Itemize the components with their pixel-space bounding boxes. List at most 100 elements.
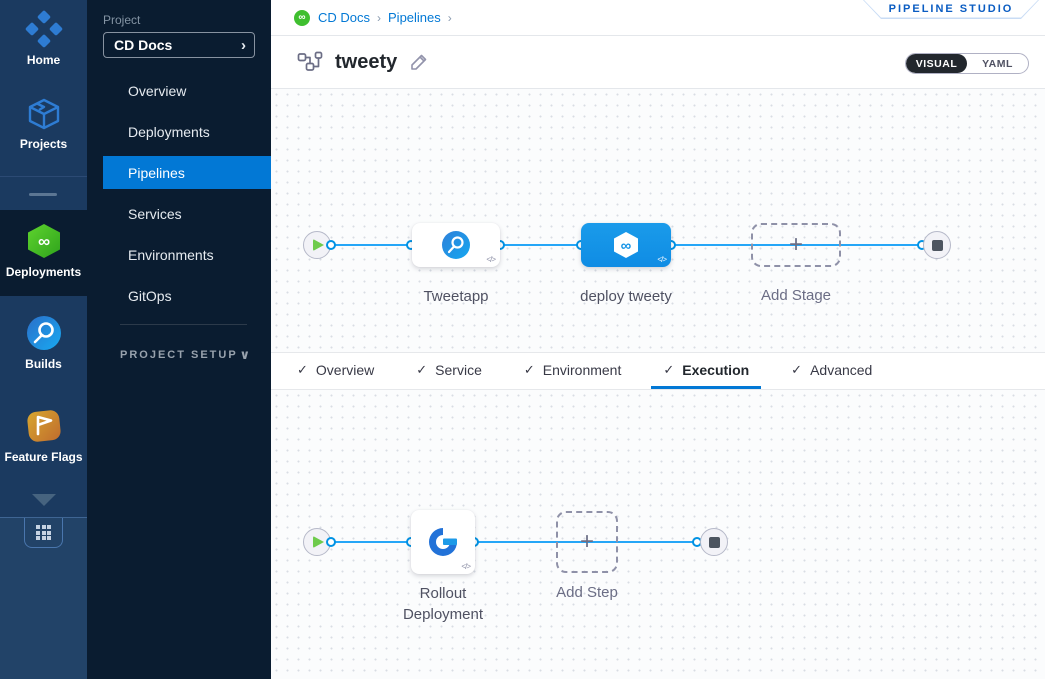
home-icon [25, 10, 62, 48]
pipeline-start-node[interactable] [303, 231, 331, 259]
project-selector[interactable]: CD Docs › [103, 32, 255, 58]
tab-advanced[interactable]: ✓ Advanced [779, 353, 884, 389]
execution-step-canvas[interactable]: </> + Rollout Deployment Add Step [271, 390, 1045, 679]
sidebar-item-builds[interactable]: Builds [0, 314, 87, 371]
tab-environment[interactable]: ✓Environment [512, 353, 634, 389]
feature-flags-icon [26, 410, 61, 442]
tab-execution[interactable]: ✓ Execution [651, 353, 762, 389]
nav-item-overview[interactable]: Overview [87, 70, 271, 111]
check-icon: ✓ [663, 361, 675, 377]
add-step-label: Add Step [556, 584, 618, 601]
pipeline-end-node[interactable] [923, 231, 951, 259]
svg-text:∞: ∞ [37, 232, 49, 251]
step-label: Rollout Deployment [402, 585, 484, 623]
divider-handle [29, 193, 57, 196]
sidebar-item-feature-flags[interactable]: Feature Flags [0, 407, 87, 464]
sidebar-collapse-chevron[interactable] [0, 493, 87, 511]
chevron-down-icon [31, 494, 56, 506]
check-icon: ✓ [791, 361, 803, 377]
tab-label: Advanced [810, 361, 873, 378]
add-step-button[interactable]: + [556, 511, 618, 573]
play-icon [313, 536, 324, 548]
breadcrumb-separator: › [377, 10, 382, 25]
nav-item-services[interactable]: Services [87, 193, 271, 234]
edit-pencil-icon[interactable] [409, 52, 429, 72]
project-setup-label: PROJECT SETUP [120, 349, 238, 361]
sidebar-item-label: Deployments [5, 265, 82, 279]
sidebar-item-label: Home [26, 53, 61, 67]
tab-service[interactable]: ✓ Service [404, 353, 494, 389]
nav-item-pipelines[interactable]: Pipelines [103, 156, 271, 189]
breadcrumb-project-link[interactable]: CD Docs [318, 10, 371, 25]
module-sidebar: Home Projects ∞ Deployments [0, 0, 87, 679]
yaml-code-icon: </> [657, 255, 667, 264]
sidebar-item-label: Projects [19, 137, 68, 151]
add-stage-button[interactable]: + [751, 223, 841, 267]
project-label: Project [103, 13, 141, 27]
nav-item-label: Services [128, 205, 182, 222]
main-area: PIPELINE STUDIO ∞ CD Docs › Pipelines › … [271, 0, 1045, 679]
tab-overview[interactable]: ✓ Overview [285, 353, 386, 389]
stop-icon [931, 239, 943, 251]
check-icon: ✓ [297, 361, 308, 377]
link-port[interactable] [326, 240, 336, 250]
pipeline-name: tweety [335, 50, 398, 73]
nav-item-gitops[interactable]: GitOps [87, 275, 271, 316]
stage-label: Tweetapp [423, 288, 489, 305]
yaml-code-icon: </> [461, 562, 471, 571]
project-name: CD Docs [114, 37, 173, 53]
nav-divider [120, 324, 247, 325]
nav-item-label: Pipelines [128, 164, 185, 181]
module-grid-button[interactable] [24, 518, 63, 548]
builds-icon [26, 316, 61, 350]
sidebar-item-label: Feature Flags [4, 450, 83, 464]
check-icon: ✓ [416, 361, 428, 377]
deployments-icon: ∞ [27, 224, 60, 258]
breadcrumb-separator: › [447, 10, 452, 25]
nav-item-label: Overview [128, 82, 187, 99]
nav-item-label: Environments [128, 246, 214, 263]
nav-item-label: GitOps [128, 287, 172, 304]
stage-node-deploy-tweety[interactable]: ∞ </> [581, 223, 671, 267]
stop-icon [708, 536, 720, 548]
sidebar-item-deployments[interactable]: ∞ Deployments [0, 222, 87, 279]
rollout-deployment-icon [429, 528, 457, 556]
sidebar-section-divider [0, 176, 87, 210]
add-stage-label: Add Stage [760, 287, 832, 304]
tab-label: Environment [542, 361, 622, 378]
sidebar-item-projects[interactable]: Projects [0, 96, 87, 151]
toggle-yaml[interactable]: YAML [982, 57, 1013, 70]
chevron-down-icon: ∨ [239, 347, 250, 362]
link-port[interactable] [326, 537, 336, 547]
sidebar-bottom-section [0, 517, 87, 679]
plus-icon: + [579, 528, 594, 555]
execution-end-node[interactable] [700, 528, 728, 556]
tab-label: Overview [315, 361, 375, 378]
pipeline-title-row: tweety VISUAL YAML [271, 36, 1045, 89]
build-stage-icon [442, 231, 470, 259]
grid-icon [36, 525, 51, 540]
project-nav-list: Overview Deployments Pipelines Services … [87, 70, 271, 316]
stage-node-tweetapp[interactable]: </> [412, 223, 500, 267]
sidebar-item-home[interactable]: Home [0, 10, 87, 67]
project-setup-toggle[interactable]: PROJECT SETUP ∨ [120, 347, 250, 363]
step-flow-line [317, 541, 714, 543]
chevron-right-icon: › [241, 36, 246, 54]
breadcrumb-pipelines-link[interactable]: Pipelines [388, 10, 441, 25]
tab-label: Execution [682, 361, 750, 378]
nav-item-environments[interactable]: Environments [87, 234, 271, 275]
pipeline-studio-badge-text: PIPELINE STUDIO [864, 0, 1038, 18]
tab-label: Service [435, 361, 482, 378]
pipeline-studio-badge: PIPELINE STUDIO [863, 0, 1039, 19]
projects-icon [28, 98, 59, 130]
play-icon [313, 239, 324, 251]
plus-icon: + [788, 231, 803, 258]
nav-item-label: Deployments [128, 123, 210, 140]
stage-canvas[interactable]: </> ∞ </> + Tweetapp deploy tweety Add S… [271, 89, 1045, 352]
nav-item-deployments[interactable]: Deployments [87, 111, 271, 152]
step-node-rollout-deployment[interactable]: </> [411, 510, 475, 574]
toggle-visual[interactable]: VISUAL [906, 54, 967, 73]
pipeline-icon [297, 51, 323, 71]
project-nav: Project CD Docs › Overview Deployments P… [87, 0, 271, 679]
stage-label: deploy tweety [580, 288, 672, 305]
